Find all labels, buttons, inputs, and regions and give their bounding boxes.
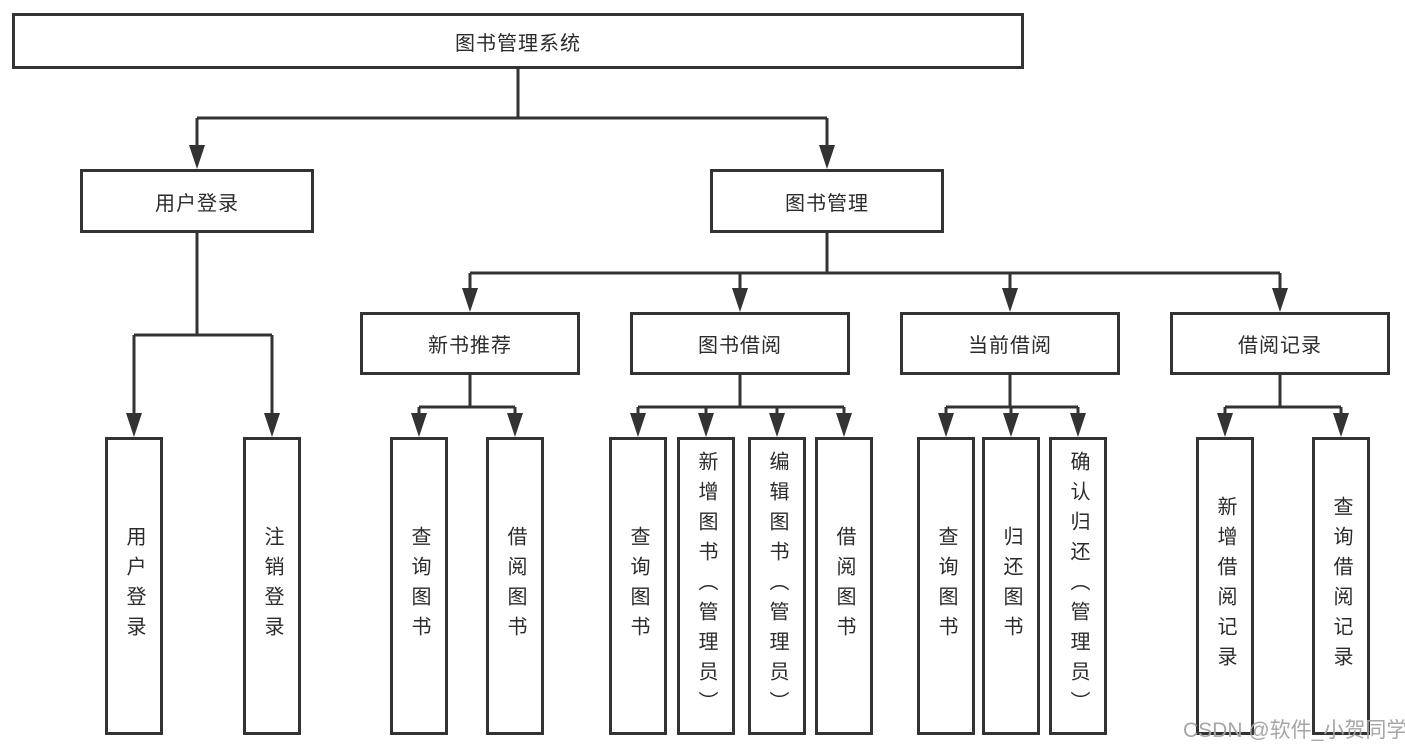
- node-label: 确认归还（管理员）: [1067, 451, 1089, 721]
- connector-root-to-level2: [189, 69, 835, 169]
- node-borrow-records: 借阅记录: [1170, 312, 1390, 375]
- node-label: 图书管理系统: [455, 32, 581, 55]
- leaf-return-books: 归还图书: [982, 437, 1040, 735]
- connector-new-book-recommend-children: [411, 375, 523, 437]
- node-label: 查询图书: [627, 526, 649, 646]
- connector-borrow-records-children: [1217, 375, 1349, 437]
- leaf-query-books-current: 查询图书: [917, 437, 975, 735]
- leaf-query-books-borrow: 查询图书: [609, 437, 667, 735]
- node-label: 借阅记录: [1238, 335, 1322, 357]
- node-label: 用户登录: [155, 192, 239, 215]
- node-current-borrow: 当前借阅: [900, 312, 1120, 375]
- connector-user-login-children: [126, 233, 280, 437]
- node-book-borrow: 图书借阅: [630, 312, 850, 375]
- node-library-management-system: 图书管理系统: [12, 13, 1024, 69]
- leaf-query-books-recommend: 查询图书: [390, 437, 448, 735]
- node-label: 用户登录: [123, 526, 145, 646]
- connector-book-management-children: [462, 233, 1288, 312]
- connector-current-borrow-children: [938, 375, 1086, 437]
- node-label: 新书推荐: [428, 335, 512, 357]
- leaf-confirm-return-admin: 确认归还（管理员）: [1049, 437, 1107, 735]
- node-label: 图书管理: [785, 192, 869, 215]
- node-label: 图书借阅: [698, 335, 782, 357]
- node-label: 借阅图书: [833, 526, 855, 646]
- leaf-borrow-books-recommend: 借阅图书: [486, 437, 544, 735]
- node-label: 查询图书: [935, 526, 957, 646]
- leaf-query-borrow-record: 查询借阅记录: [1312, 437, 1370, 735]
- csdn-watermark: CSDN @软件_小贺同学: [1183, 719, 1405, 742]
- node-label: 查询借阅记录: [1330, 496, 1352, 676]
- leaf-add-book-admin: 新增图书（管理员）: [677, 437, 735, 735]
- node-label: 查询图书: [408, 526, 430, 646]
- node-new-book-recommend: 新书推荐: [360, 312, 580, 375]
- leaf-borrow-books: 借阅图书: [815, 437, 873, 735]
- node-label: 当前借阅: [968, 335, 1052, 357]
- node-label: 新增图书（管理员）: [695, 451, 717, 721]
- leaf-logout: 注销登录: [243, 437, 301, 735]
- node-label: 新增借阅记录: [1214, 496, 1236, 676]
- leaf-add-borrow-record: 新增借阅记录: [1196, 437, 1254, 735]
- node-label: 归还图书: [1000, 526, 1022, 646]
- connector-book-borrow-children: [630, 375, 852, 437]
- node-book-management: 图书管理: [710, 169, 944, 233]
- leaf-edit-book-admin: 编辑图书（管理员）: [748, 437, 806, 735]
- node-label: 编辑图书（管理员）: [766, 451, 788, 721]
- leaf-user-login: 用户登录: [105, 437, 163, 735]
- node-user-login: 用户登录: [80, 169, 314, 233]
- node-label: 注销登录: [261, 526, 283, 646]
- node-label: 借阅图书: [504, 526, 526, 646]
